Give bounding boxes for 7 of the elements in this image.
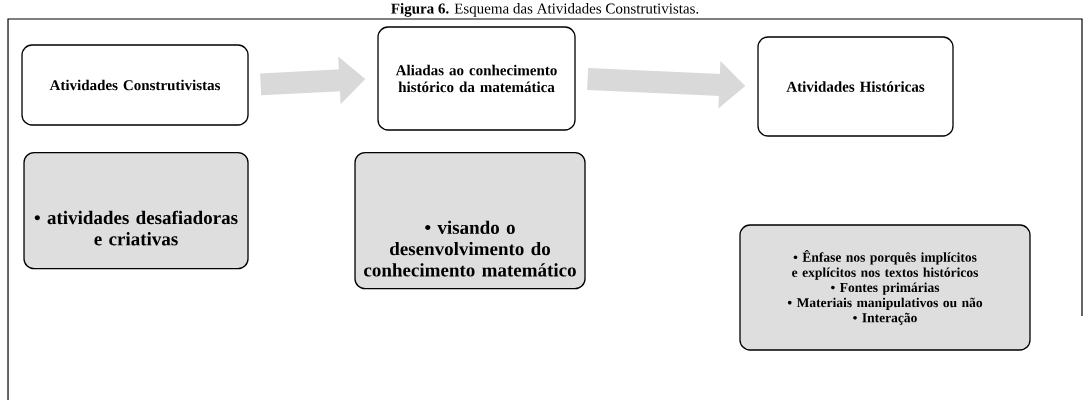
bullet-box: • visando o desenvolvimento do conhecimento matemático	[354, 152, 586, 290]
bullet-box: • atividades desafiadoras e criativas	[23, 152, 249, 270]
bullet-box: • Ênfase nos porquês implícitos e explícitos nos textos históricos • Fontes primárias • Materiais manipulativos ou não • Interação	[739, 224, 1031, 351]
figure-title: Figura 6. Esquema das Atividades Construtivistas.	[391, 3, 699, 17]
rounded-box: Aliadas ao conhecimento histórico da matemática	[377, 26, 576, 131]
rounded-box: Atividades Históricas	[757, 36, 954, 137]
rounded-box: Atividades Construtivistas	[21, 44, 249, 126]
